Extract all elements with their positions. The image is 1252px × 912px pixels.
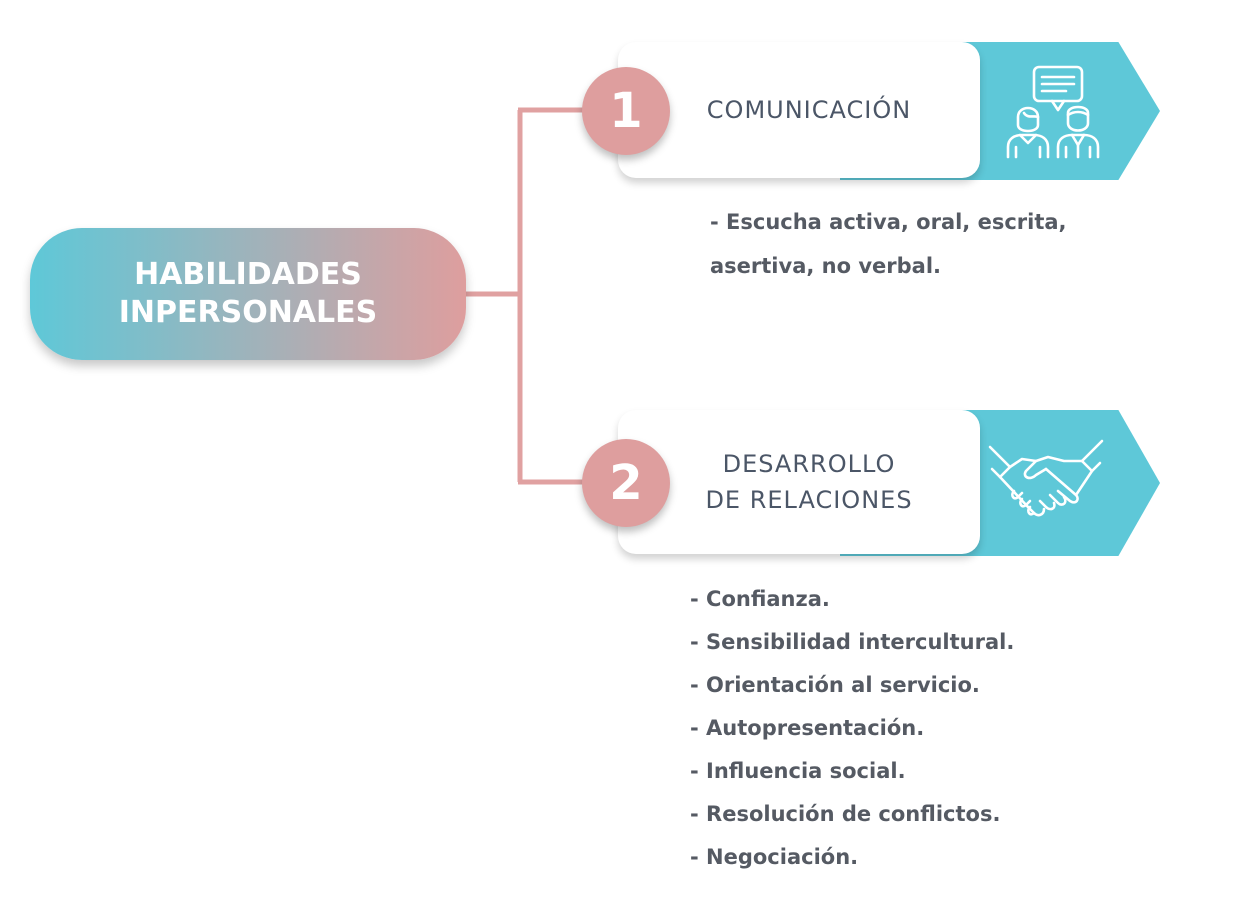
branch-2-label-line-1: DESARROLLO <box>722 450 896 478</box>
branch-1-label-line-1: COMUNICACIÓN <box>706 96 912 124</box>
conversation-people-icon <box>1006 65 1100 159</box>
list-item: - Influencia social. <box>690 759 906 783</box>
branch-1-number-badge: 1 <box>582 67 670 155</box>
branch-1-number: 1 <box>609 83 643 139</box>
list-item: - Escucha activa, oral, escrita, <box>710 210 1067 234</box>
branch-2-number-badge: 2 <box>582 439 670 527</box>
list-item: - Confianza. <box>690 587 830 611</box>
branch-2-label-card: DESARROLLO DE RELACIONES <box>618 410 980 554</box>
branch-2-label-line-2: DE RELACIONES <box>705 486 913 514</box>
root-node-habilidades: HABILIDADES INPERSONALES <box>30 228 466 360</box>
list-item: - Negociación. <box>690 845 859 869</box>
root-title-line-1: HABILIDADES <box>134 257 362 292</box>
list-item: - Sensibilidad intercultural. <box>690 630 1015 654</box>
branch-1-label-card: COMUNICACIÓN <box>618 42 980 178</box>
list-item: - Autopresentación. <box>690 716 925 740</box>
list-item: - Resolución de conflictos. <box>690 802 1001 826</box>
root-title-line-2: INPERSONALES <box>118 295 378 330</box>
branch-2-bullet-list: - Confianza. - Sensibilidad intercultura… <box>690 578 1110 879</box>
branch-1-bullet-list: - Escucha activa, oral, escrita, asertiv… <box>710 200 1130 288</box>
list-item: - Orientación al servicio. <box>690 673 980 697</box>
branch-desarrollo-relaciones: DESARROLLO DE RELACIONES 2 <box>580 410 1170 556</box>
branch-2-number: 2 <box>609 455 643 511</box>
branch-comunicacion: COMUNICACIÓN 1 <box>580 42 1170 180</box>
list-item: asertiva, no verbal. <box>710 254 942 278</box>
handshake-icon <box>988 439 1104 517</box>
